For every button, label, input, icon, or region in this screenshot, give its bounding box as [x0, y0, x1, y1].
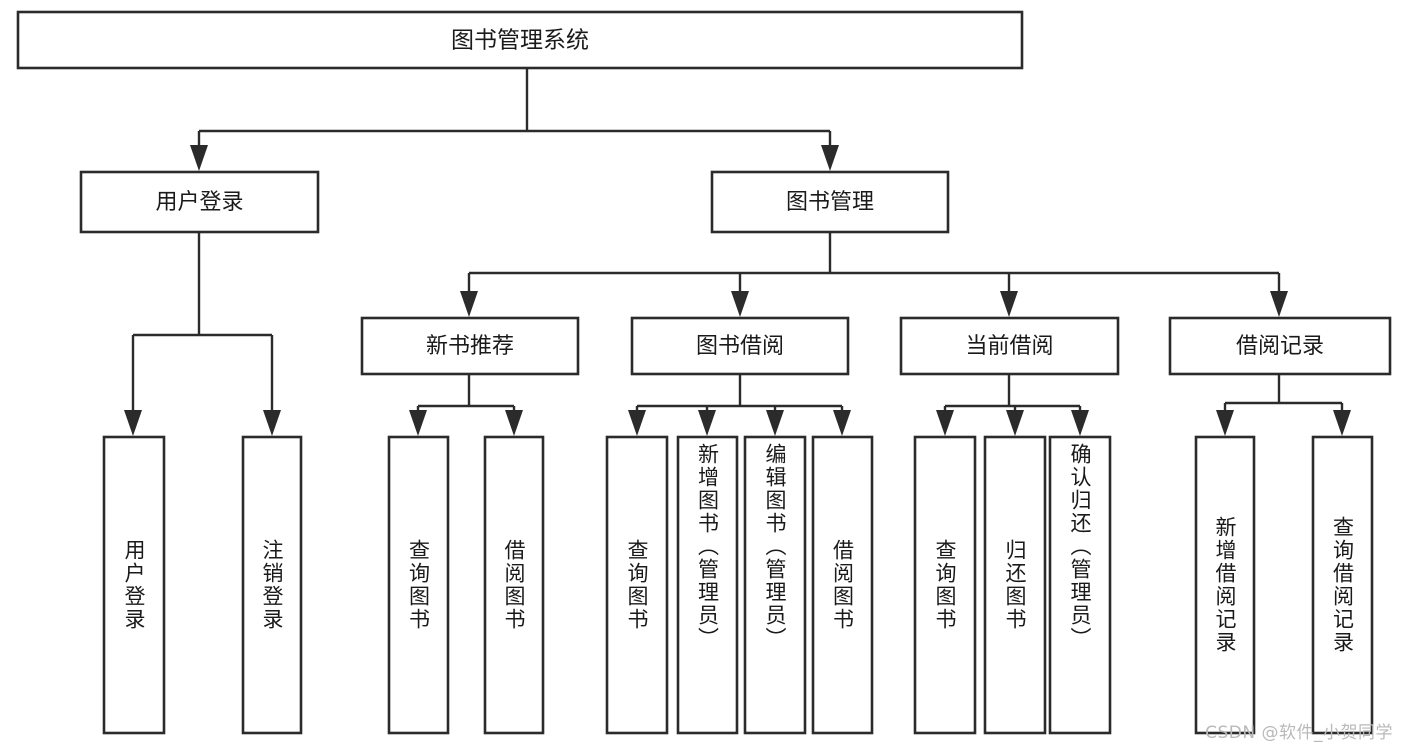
leaf-box-借阅图书-3[interactable]: [483, 435, 545, 735]
node-label-新书推荐: 新书推荐: [426, 334, 514, 359]
arrow-head-icon: [263, 410, 281, 436]
arrow-head-icon: [1333, 410, 1351, 436]
leaf-box-确认归还管理员-10[interactable]: [1048, 435, 1112, 735]
arrow-head-icon: [821, 145, 839, 171]
node-label-root: 图书管理系统: [451, 28, 589, 54]
connector-newbook-to-leaves: [409, 374, 523, 436]
node-boxes-layer: [16, 10, 1392, 735]
connectors-layer: [124, 68, 1351, 436]
leaf-box-查询借阅记录-12[interactable]: [1311, 435, 1374, 735]
connector-record-to-leaves: [1216, 374, 1351, 436]
node-box-用户登录[interactable]: [79, 170, 320, 234]
arrow-head-icon: [766, 410, 784, 436]
node-box-新书推荐[interactable]: [360, 316, 580, 376]
arrow-head-icon: [628, 410, 646, 436]
arrow-head-icon: [1000, 291, 1018, 317]
node-label-用户登录: 用户登录: [155, 190, 243, 215]
leaf-box-查询图书-4[interactable]: [605, 435, 669, 735]
node-label-图书借阅: 图书借阅: [696, 334, 784, 359]
arrow-head-icon: [505, 410, 523, 436]
csdn-watermark: CSDN @软件_小贺同学: [1205, 723, 1393, 743]
node-box-图书管理[interactable]: [710, 170, 950, 234]
leaf-box-注销登录-1[interactable]: [241, 435, 303, 735]
arrow-head-icon: [1270, 291, 1288, 317]
arrow-head-icon: [460, 291, 478, 317]
arrow-head-icon: [731, 291, 749, 317]
arrow-head-icon: [190, 145, 208, 171]
leaf-box-归还图书-9[interactable]: [983, 435, 1047, 735]
arrow-head-icon: [409, 410, 427, 436]
node-label-借阅记录: 借阅记录: [1236, 334, 1324, 359]
arrow-head-icon: [833, 410, 851, 436]
leaf-box-新增借阅记录-11[interactable]: [1194, 435, 1256, 735]
connector-userlogin-to-leaves: [124, 232, 281, 436]
arrow-head-icon: [936, 410, 954, 436]
node-box-当前借阅[interactable]: [899, 316, 1120, 376]
node-box-root[interactable]: [16, 10, 1024, 70]
node-label-图书管理: 图书管理: [786, 190, 874, 215]
connector-borrow-to-leaves: [628, 374, 851, 436]
node-box-借阅记录[interactable]: [1168, 316, 1392, 376]
arrow-head-icon: [1071, 410, 1089, 436]
connector-root-to-level2: [190, 68, 839, 171]
arrow-head-icon: [698, 410, 716, 436]
leaf-box-借阅图书-7[interactable]: [811, 435, 874, 735]
arrow-head-icon: [124, 410, 142, 436]
connector-current-to-leaves: [936, 374, 1089, 436]
node-box-图书借阅[interactable]: [630, 316, 850, 376]
arrow-head-icon: [1216, 410, 1234, 436]
leaf-box-编辑图书管理员-6[interactable]: [743, 435, 807, 735]
leaf-box-用户登录-0[interactable]: [102, 435, 166, 735]
arrow-head-icon: [1006, 410, 1024, 436]
node-label-当前借阅: 当前借阅: [965, 334, 1053, 359]
leaf-box-查询图书-8[interactable]: [913, 435, 977, 735]
leaf-box-查询图书-2[interactable]: [387, 435, 450, 735]
leaf-box-新增图书管理员-5[interactable]: [676, 435, 739, 735]
connector-bookmgmt-to-level3: [460, 232, 1288, 317]
